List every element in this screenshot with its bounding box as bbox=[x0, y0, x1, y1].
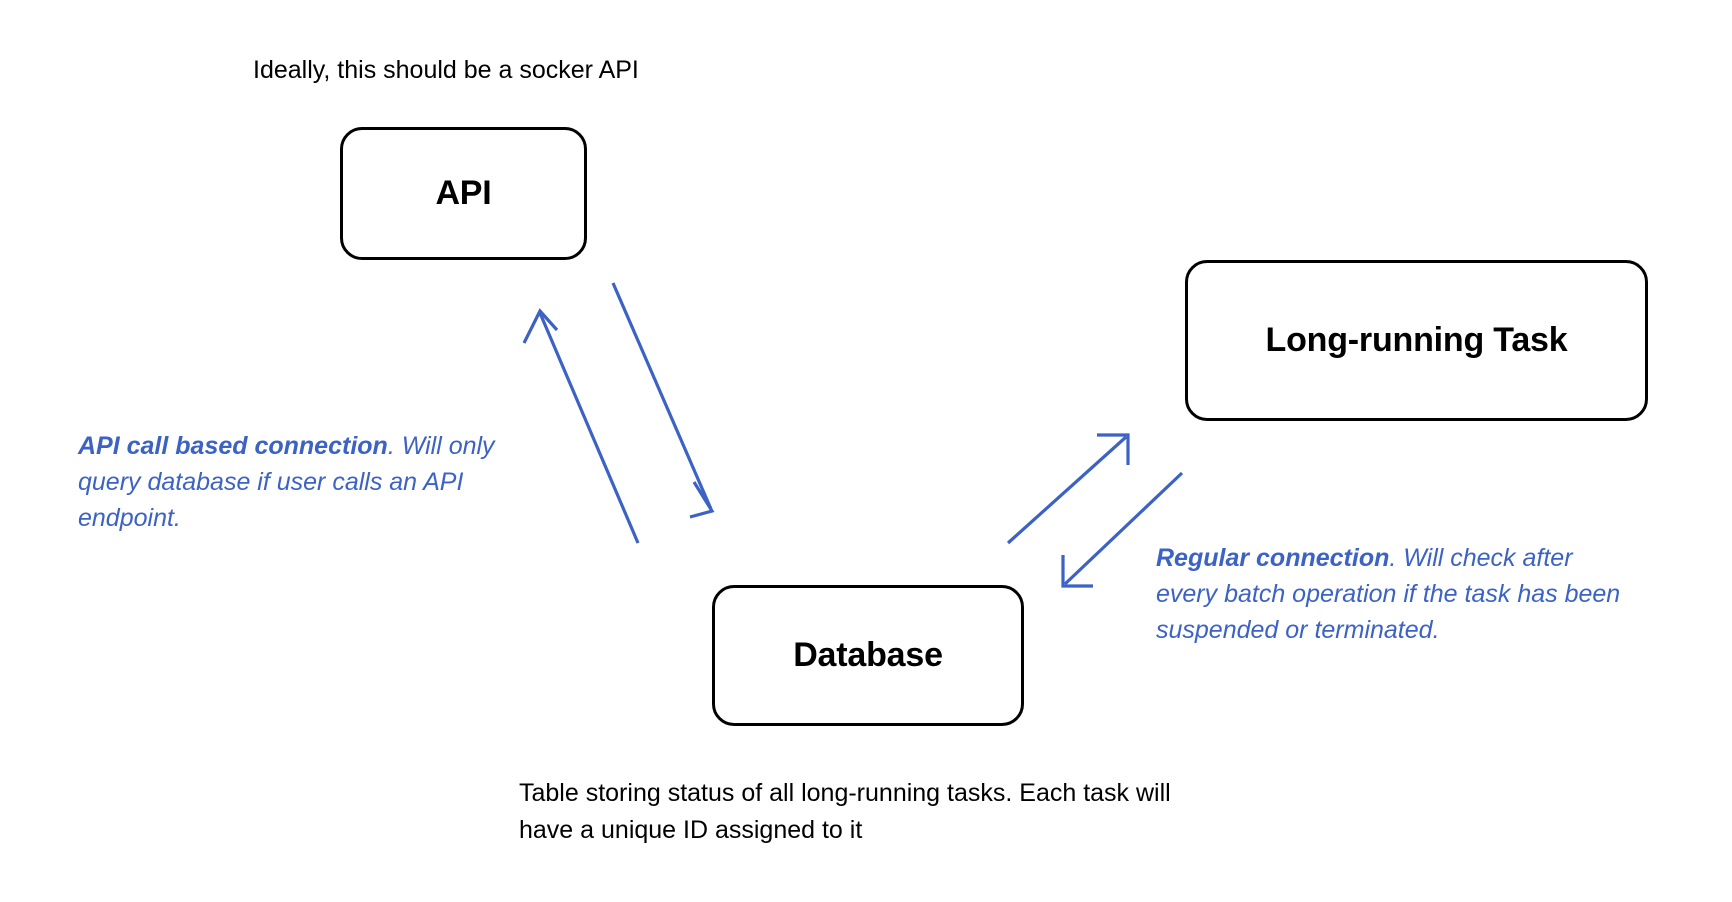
connector-api-to-database bbox=[611, 282, 715, 519]
annotation-left-rest: . Will only query database if user calls… bbox=[78, 432, 495, 532]
node-long-running-task-label: Long-running Task bbox=[1265, 321, 1568, 359]
annotation-right-rest: . Will check after every batch operation… bbox=[1156, 544, 1621, 644]
node-database-label: Database bbox=[793, 636, 943, 674]
annotation-right-lead: Regular connection bbox=[1156, 544, 1390, 572]
node-database[interactable]: Database bbox=[712, 585, 1024, 726]
annotation-regular-connection: Regular connection. Will check after eve… bbox=[1156, 540, 1636, 648]
note-database-table-description: Table storing status of all long-running… bbox=[519, 779, 1171, 844]
connector-database-to-task bbox=[1006, 433, 1130, 545]
annotation-left-lead: API call based connection bbox=[78, 432, 388, 460]
node-long-running-task[interactable]: Long-running Task bbox=[1185, 260, 1648, 421]
annotation-api-call-based-connection: API call based connection. Will only que… bbox=[78, 428, 548, 536]
note-socket-api: Ideally, this should be a socker API bbox=[253, 56, 639, 84]
node-api-label: API bbox=[435, 174, 492, 212]
node-api[interactable]: API bbox=[340, 127, 587, 260]
